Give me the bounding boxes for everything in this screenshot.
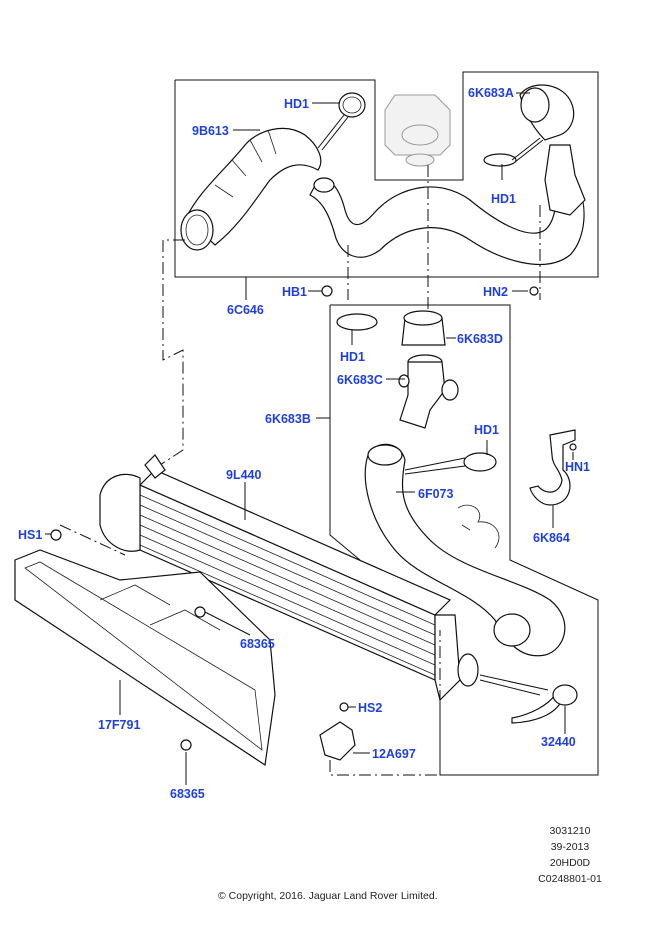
clip-68365-lower bbox=[180, 739, 192, 751]
assembly-line-left bbox=[159, 239, 185, 466]
callout-32440[interactable]: 32440 bbox=[541, 735, 576, 749]
clip-68365-upper bbox=[194, 606, 206, 618]
callout-6f073[interactable]: 6F073 bbox=[418, 487, 454, 501]
clamp-hd1-mid bbox=[336, 313, 378, 331]
leader-lines bbox=[45, 92, 574, 785]
callout-68365[interactable]: 68365 bbox=[240, 637, 275, 651]
hose-crossover bbox=[309, 177, 585, 265]
callout-hs2[interactable]: HS2 bbox=[358, 701, 383, 715]
elbow-6k683a bbox=[519, 84, 586, 216]
spring-clip bbox=[457, 504, 500, 549]
bolt-hs2 bbox=[339, 702, 349, 712]
bracket-6k864 bbox=[529, 429, 576, 506]
hose-9b613 bbox=[180, 127, 322, 251]
callout-9l440[interactable]: 9L440 bbox=[226, 468, 262, 482]
drawing-codes: 3031210 39-2013 20HD0D C0248801-01 bbox=[520, 825, 620, 886]
callout-6k864[interactable]: 6K864 bbox=[533, 531, 570, 545]
connector-6k683d bbox=[401, 310, 446, 346]
callout-hd1[interactable]: HD1 bbox=[340, 350, 366, 364]
nut-hn1 bbox=[569, 443, 577, 451]
tee-6k683c bbox=[398, 354, 459, 429]
code-line: 39-2013 bbox=[550, 841, 590, 853]
sensor-12a697 bbox=[319, 721, 356, 761]
code-line: 3031210 bbox=[549, 825, 591, 837]
copyright-notice: © Copyright, 2016. Jaguar Land Rover Lim… bbox=[218, 890, 438, 902]
callout-hn2[interactable]: HN2 bbox=[483, 285, 509, 299]
callout-6k683b[interactable]: 6K683B bbox=[265, 412, 311, 426]
callout-6k683d[interactable]: 6K683D bbox=[457, 332, 503, 346]
bolt-hn2 bbox=[529, 286, 539, 296]
bolt-hs1 bbox=[50, 529, 62, 541]
callout-17f791[interactable]: 17F791 bbox=[98, 718, 141, 732]
intercooler-9l440 bbox=[99, 454, 479, 702]
callout-hd1[interactable]: HD1 bbox=[474, 423, 500, 437]
callout-9b613[interactable]: 9B613 bbox=[192, 124, 229, 138]
callout-hb1[interactable]: HB1 bbox=[282, 285, 308, 299]
throttle-body-ghost bbox=[384, 94, 451, 167]
code-line: 20HD0D bbox=[549, 857, 591, 869]
code-line: C0248801-01 bbox=[538, 873, 602, 885]
callout-hs1[interactable]: HS1 bbox=[18, 528, 43, 542]
callout-hd1[interactable]: HD1 bbox=[491, 192, 517, 206]
undertray-17f791 bbox=[14, 549, 276, 767]
callout-12a697[interactable]: 12A697 bbox=[372, 747, 416, 761]
callout-6c646[interactable]: 6C646 bbox=[227, 303, 264, 317]
clamp-hd1-lower bbox=[463, 452, 497, 472]
group-frame-6k683b bbox=[330, 304, 599, 776]
callout-68365[interactable]: 68365 bbox=[170, 787, 205, 801]
callout-6k683a[interactable]: 6K683A bbox=[468, 86, 514, 100]
bolt-hb1 bbox=[321, 285, 333, 297]
group-frame-6c646 bbox=[174, 71, 599, 278]
callout-6k683c[interactable]: 6K683C bbox=[337, 373, 383, 387]
callout-hn1[interactable]: HN1 bbox=[565, 460, 591, 474]
clamp-hd1-right bbox=[483, 153, 517, 167]
callout-hd1[interactable]: HD1 bbox=[284, 97, 310, 111]
hose-6f073 bbox=[364, 443, 566, 657]
